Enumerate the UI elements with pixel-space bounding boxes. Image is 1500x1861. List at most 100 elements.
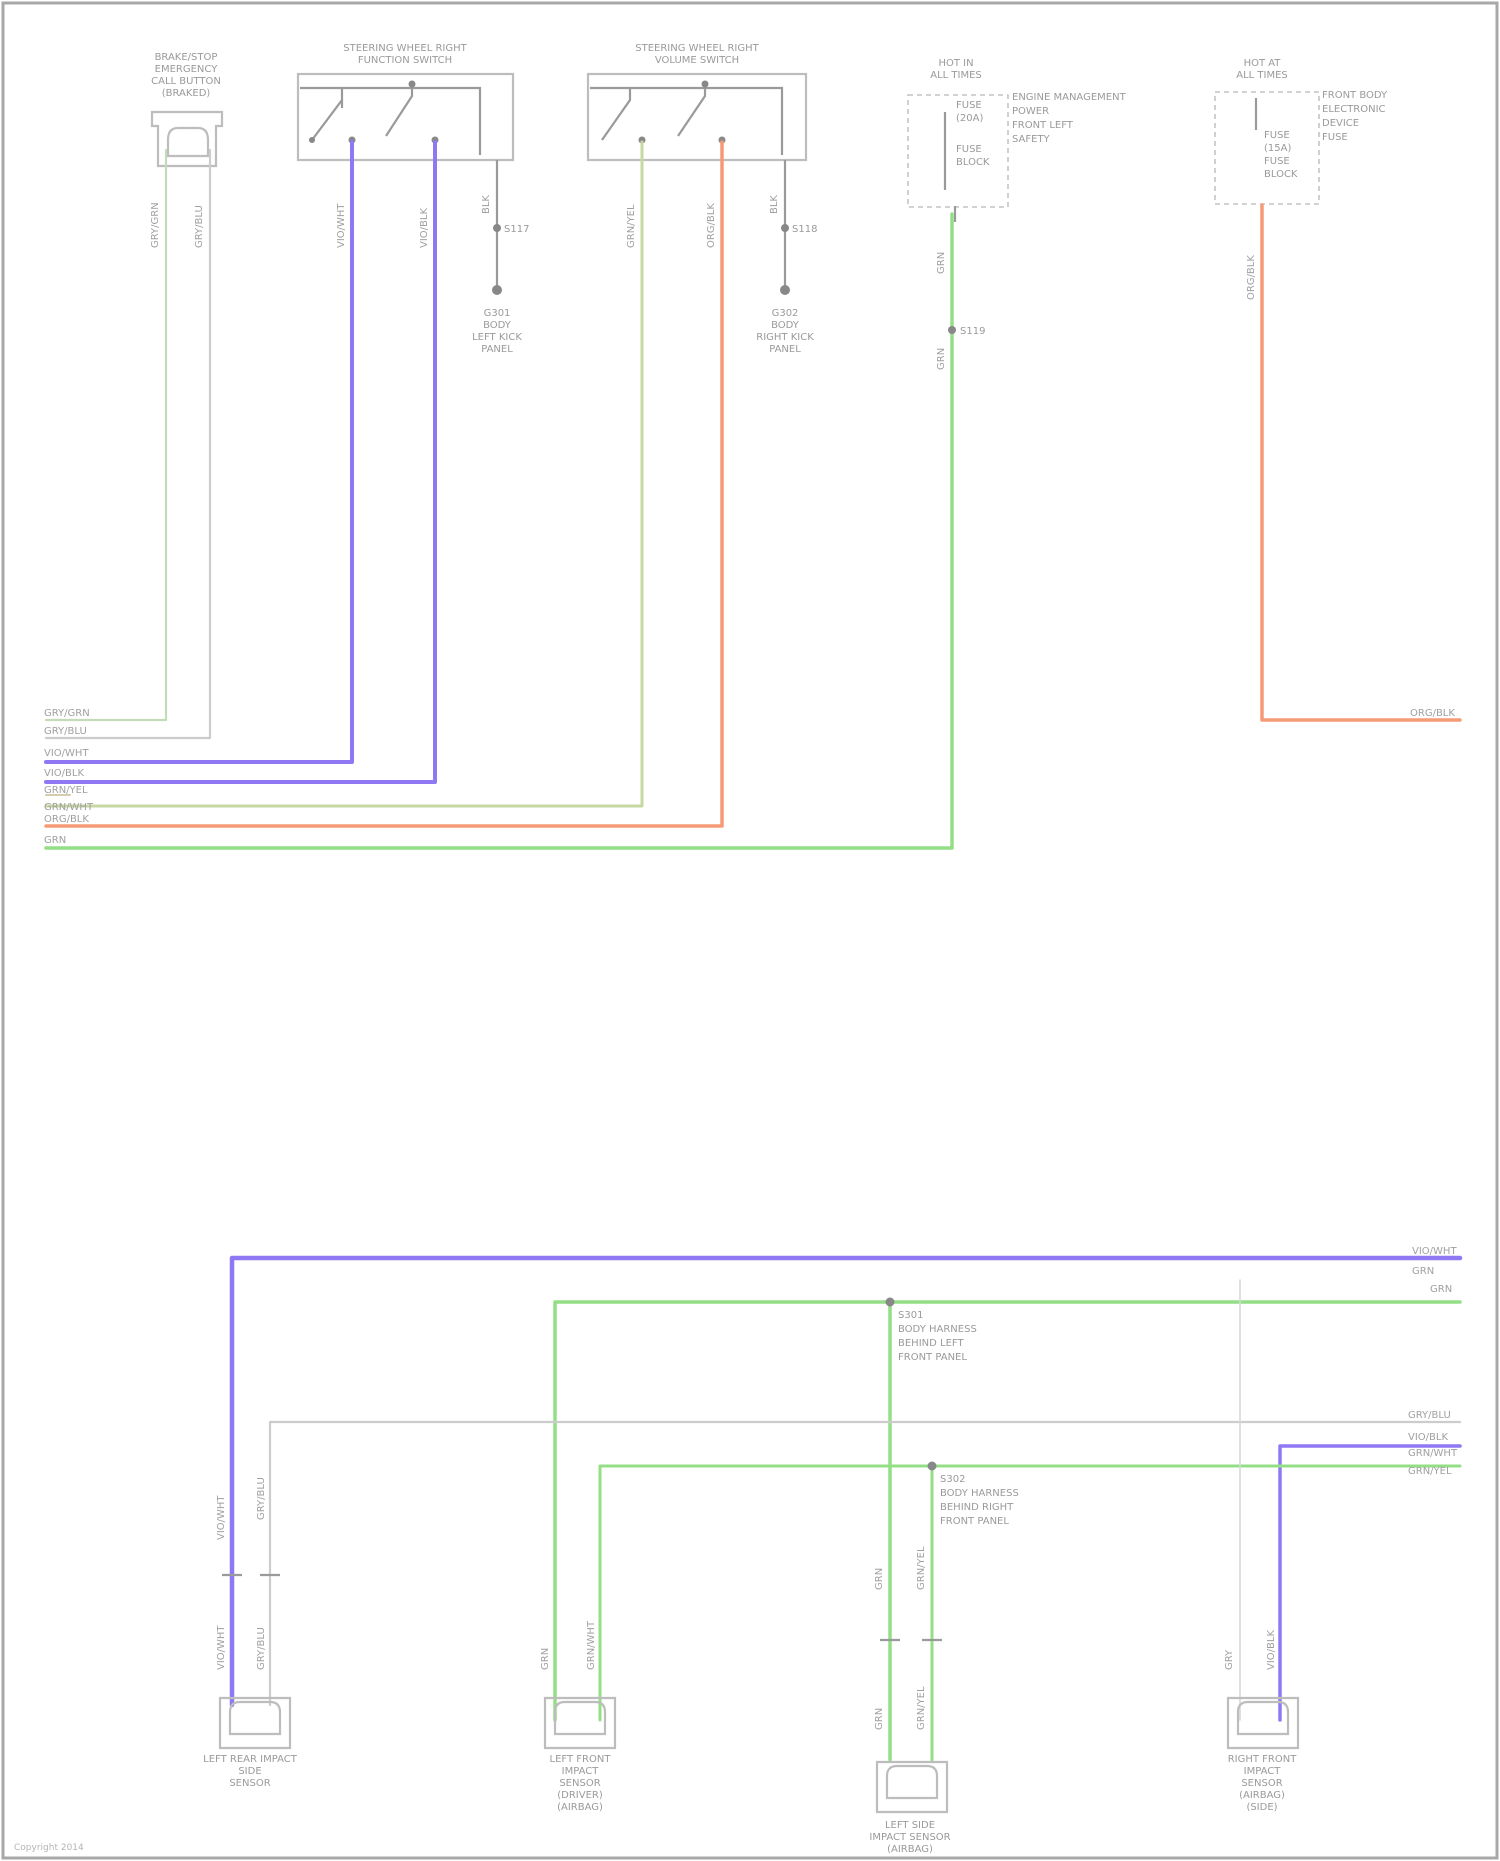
wire-label: GRN/YEL	[916, 1546, 927, 1590]
fuse-note: DEVICE	[1322, 118, 1359, 129]
fuse-block-1: HOT IN ALL TIMES FUSE (20A) FUSE BLOCK E…	[908, 58, 1127, 222]
sensor-label: IMPACT	[562, 1766, 600, 1777]
sensor-body	[887, 1766, 937, 1798]
wire-c1-gry-grn	[46, 150, 166, 720]
connector-shape	[152, 112, 222, 166]
splice-dot	[781, 224, 789, 232]
component-title: STEERING WHEEL RIGHT	[343, 43, 467, 54]
connector-label: GRN	[44, 835, 66, 846]
top-wire-labels: GRY/GRN GRY/BLU VIO/WHT VIO/BLK BLK GRN/…	[150, 195, 1257, 370]
annotation-text: S301	[898, 1310, 923, 1321]
ground-label: PANEL	[769, 344, 801, 355]
wire-c3-org-blk	[46, 142, 722, 826]
wire-label: GRN/YEL	[916, 1686, 927, 1730]
component-title: EMERGENCY	[155, 64, 219, 75]
wire-fuse2-org-blk	[1262, 205, 1460, 720]
sensor-label: SENSOR	[559, 1778, 600, 1789]
sensor-label: (AIRBAG)	[557, 1802, 603, 1813]
ground-dot	[780, 285, 790, 295]
ground-label: BODY	[771, 320, 800, 331]
ground-label: PANEL	[481, 344, 513, 355]
fuse-title: HOT AT	[1244, 58, 1282, 69]
splice-dot	[948, 326, 956, 334]
sensor-left-rear: LEFT REAR IMPACT SIDE SENSOR	[203, 1698, 298, 1789]
wire-label: GRN	[874, 1568, 885, 1590]
wire-label: BLK	[481, 195, 492, 214]
splice-dot	[493, 224, 501, 232]
splice-dot	[928, 1462, 937, 1471]
wire-label: GRY/BLU	[256, 1477, 267, 1520]
footer-text: Copyright 2014	[14, 1843, 84, 1853]
connector-label: GRN	[1430, 1284, 1452, 1295]
bottom-wire-labels: VIO/WHT GRY/BLU VIO/WHT GRY/BLU GRN GRN/…	[216, 1477, 1277, 1730]
connector-label: GRY/BLU	[44, 726, 87, 737]
annotation-text: S302	[940, 1474, 965, 1485]
right-connector-bottom: VIO/WHT GRN GRN GRY/BLU VIO/BLK GRN/WHT …	[1408, 1246, 1458, 1477]
wire-label: GRN	[936, 348, 947, 370]
fuse-label: BLOCK	[1264, 169, 1298, 180]
fuse-label: FUSE	[956, 144, 982, 155]
switch-contact	[678, 84, 705, 136]
component-title: BRAKE/STOP	[155, 52, 218, 63]
ground-label: RIGHT KICK	[756, 332, 814, 343]
sensor-label: SENSOR	[229, 1778, 270, 1789]
switch-contact	[590, 88, 782, 155]
fuse-note: ELECTRONIC	[1322, 104, 1386, 115]
fuse-title: HOT IN	[938, 58, 973, 69]
sensor-right-front: RIGHT FRONT IMPACT SENSOR (AIRBAG) (SIDE…	[1228, 1698, 1298, 1813]
fuse-label: (20A)	[956, 113, 983, 124]
fuse-label: (15A)	[1264, 143, 1291, 154]
splice-label: S118	[792, 224, 817, 235]
wire-label: VIO/WHT	[336, 203, 347, 248]
switch-contact	[312, 88, 342, 140]
sensor-label: LEFT REAR IMPACT	[203, 1754, 298, 1765]
component-title: CALL BUTTON	[151, 76, 221, 87]
wire-label: GRN	[540, 1648, 551, 1670]
sensor-left-front: LEFT FRONT IMPACT SENSOR (DRIVER) (AIRBA…	[545, 1698, 615, 1813]
wire-bottom-vio-blk	[1280, 1446, 1460, 1720]
ground-label: BODY	[483, 320, 512, 331]
fuse-lead	[945, 112, 955, 222]
connector-label: GRY/BLU	[1408, 1410, 1451, 1421]
fuse-title: ALL TIMES	[1236, 70, 1288, 81]
wire-label: GRN	[874, 1708, 885, 1730]
wire-label: GRN/WHT	[586, 1620, 597, 1670]
connector-label: VIO/WHT	[1412, 1246, 1457, 1257]
connector-shape	[168, 128, 208, 156]
annotation-text: BODY HARNESS	[940, 1488, 1019, 1499]
annotation-text: FRONT PANEL	[940, 1516, 1009, 1527]
splice-dot	[886, 1298, 895, 1307]
switch-contact	[386, 84, 412, 136]
component-title: STEERING WHEEL RIGHT	[635, 43, 759, 54]
connector-label: VIO/BLK	[44, 768, 84, 779]
sensor-label: RIGHT FRONT	[1228, 1754, 1298, 1765]
connector-label: ORG/BLK	[1410, 708, 1455, 719]
sensor-label: (AIRBAG)	[887, 1844, 933, 1855]
fuse-note: ENGINE MANAGEMENT	[1012, 92, 1127, 103]
wire-label: VIO/BLK	[1266, 1630, 1277, 1670]
fuse-note: FRONT BODY	[1322, 90, 1388, 101]
connector-label: GRN/YEL	[1408, 1466, 1452, 1477]
switch-contact	[602, 88, 630, 140]
fuse-note: FRONT LEFT	[1012, 120, 1074, 131]
ground-label: G302	[772, 308, 799, 319]
sensor-label: IMPACT	[1244, 1766, 1282, 1777]
diagram-frame	[3, 3, 1497, 1858]
wire-c2-vio-blk	[46, 142, 435, 782]
component-title: (BRAKED)	[162, 88, 211, 99]
wire-label: VIO/WHT	[216, 1495, 227, 1540]
sensor-label: (AIRBAG)	[1239, 1790, 1285, 1801]
inline-connectors	[222, 1575, 942, 1640]
wire-label: GRY/BLU	[194, 205, 205, 248]
wire-label: BLK	[769, 195, 780, 214]
pin	[409, 81, 416, 88]
annotation-text: BEHIND LEFT	[898, 1338, 964, 1349]
connector-label: GRN	[1412, 1266, 1434, 1277]
fuse-block-2: HOT AT ALL TIMES FUSE (15A) FUSE BLOCK F…	[1215, 58, 1388, 204]
splice-label: S117	[504, 224, 529, 235]
sensor-left-side: LEFT SIDE IMPACT SENSOR (AIRBAG)	[869, 1762, 950, 1855]
ground-dot	[492, 285, 502, 295]
fuse-note: FUSE	[1322, 132, 1348, 143]
connector-label: GRN/YEL	[44, 785, 88, 796]
